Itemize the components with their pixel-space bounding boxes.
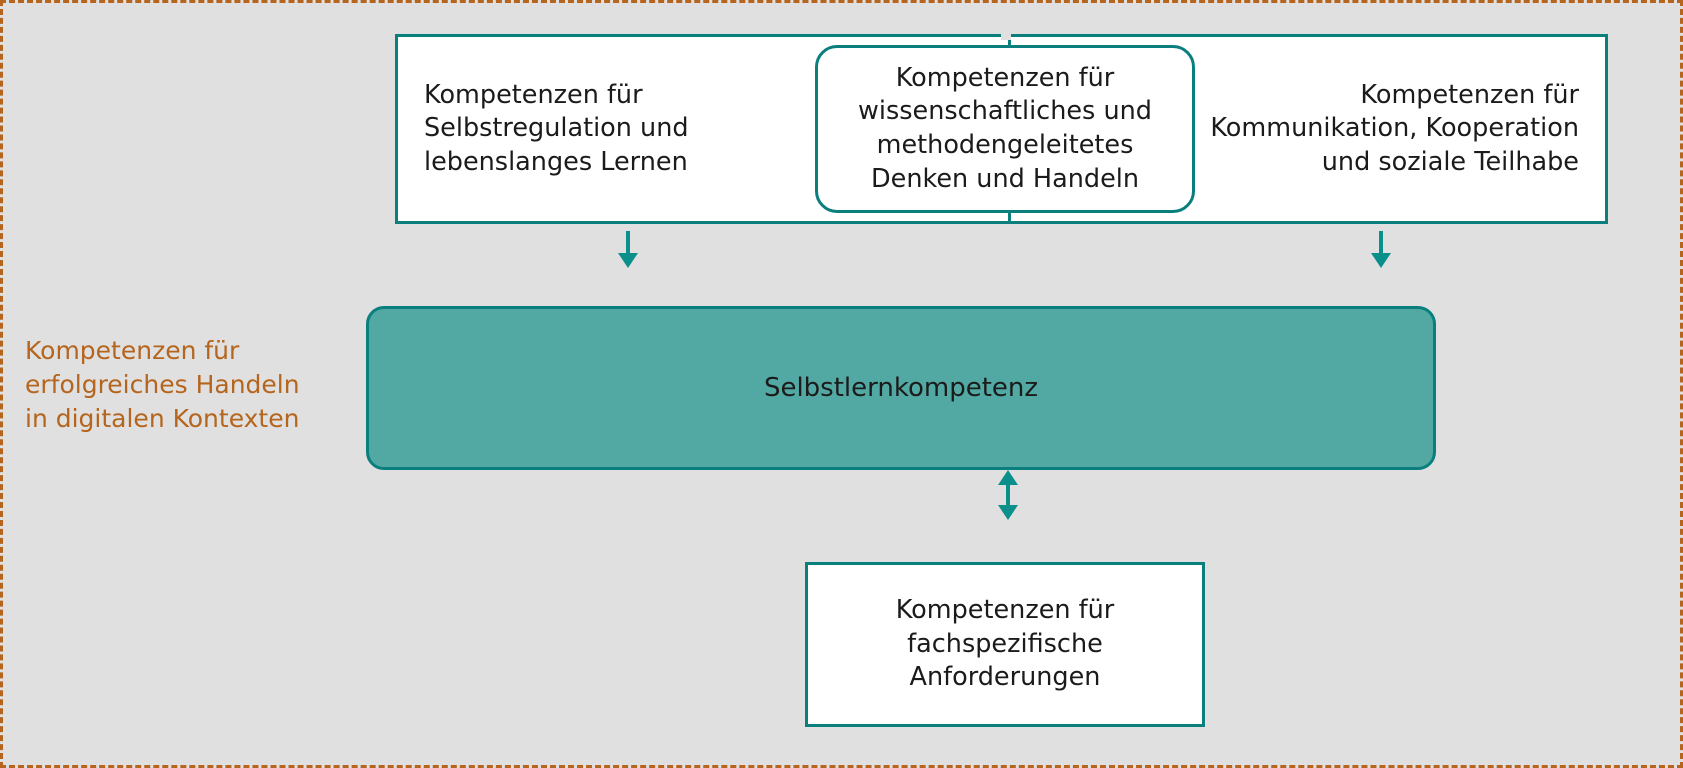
selbstlernkompetenz-bar[interactable]: Selbstlernkompetenz bbox=[366, 306, 1436, 470]
selbstlernkompetenz-label: Selbstlernkompetenz bbox=[763, 373, 1039, 403]
arrow-down-left-icon bbox=[615, 231, 641, 273]
diagram-caption: Kompetenzen für erfolgreiches Handeln in… bbox=[25, 336, 300, 433]
competency-box-communication-label: Kompetenzen für Kommunikation, Kooperati… bbox=[1210, 79, 1579, 177]
border-gap-mask bbox=[1001, 31, 1011, 40]
arrow-up-down-icon bbox=[995, 469, 1021, 525]
arrow-down-right-icon bbox=[1368, 231, 1394, 273]
competency-box-scientific-method-label: Kompetenzen für wissenschaftliches und m… bbox=[858, 62, 1152, 194]
competency-box-self-regulation-label: Kompetenzen für Selbstregulation und leb… bbox=[424, 79, 689, 177]
competency-box-subject-specific-label: Kompetenzen für fachspezifische Anforder… bbox=[895, 595, 1115, 693]
competency-box-subject-specific[interactable]: Kompetenzen für fachspezifische Anforder… bbox=[805, 562, 1205, 727]
competency-box-scientific-method[interactable]: Kompetenzen für wissenschaftliches und m… bbox=[815, 45, 1195, 213]
